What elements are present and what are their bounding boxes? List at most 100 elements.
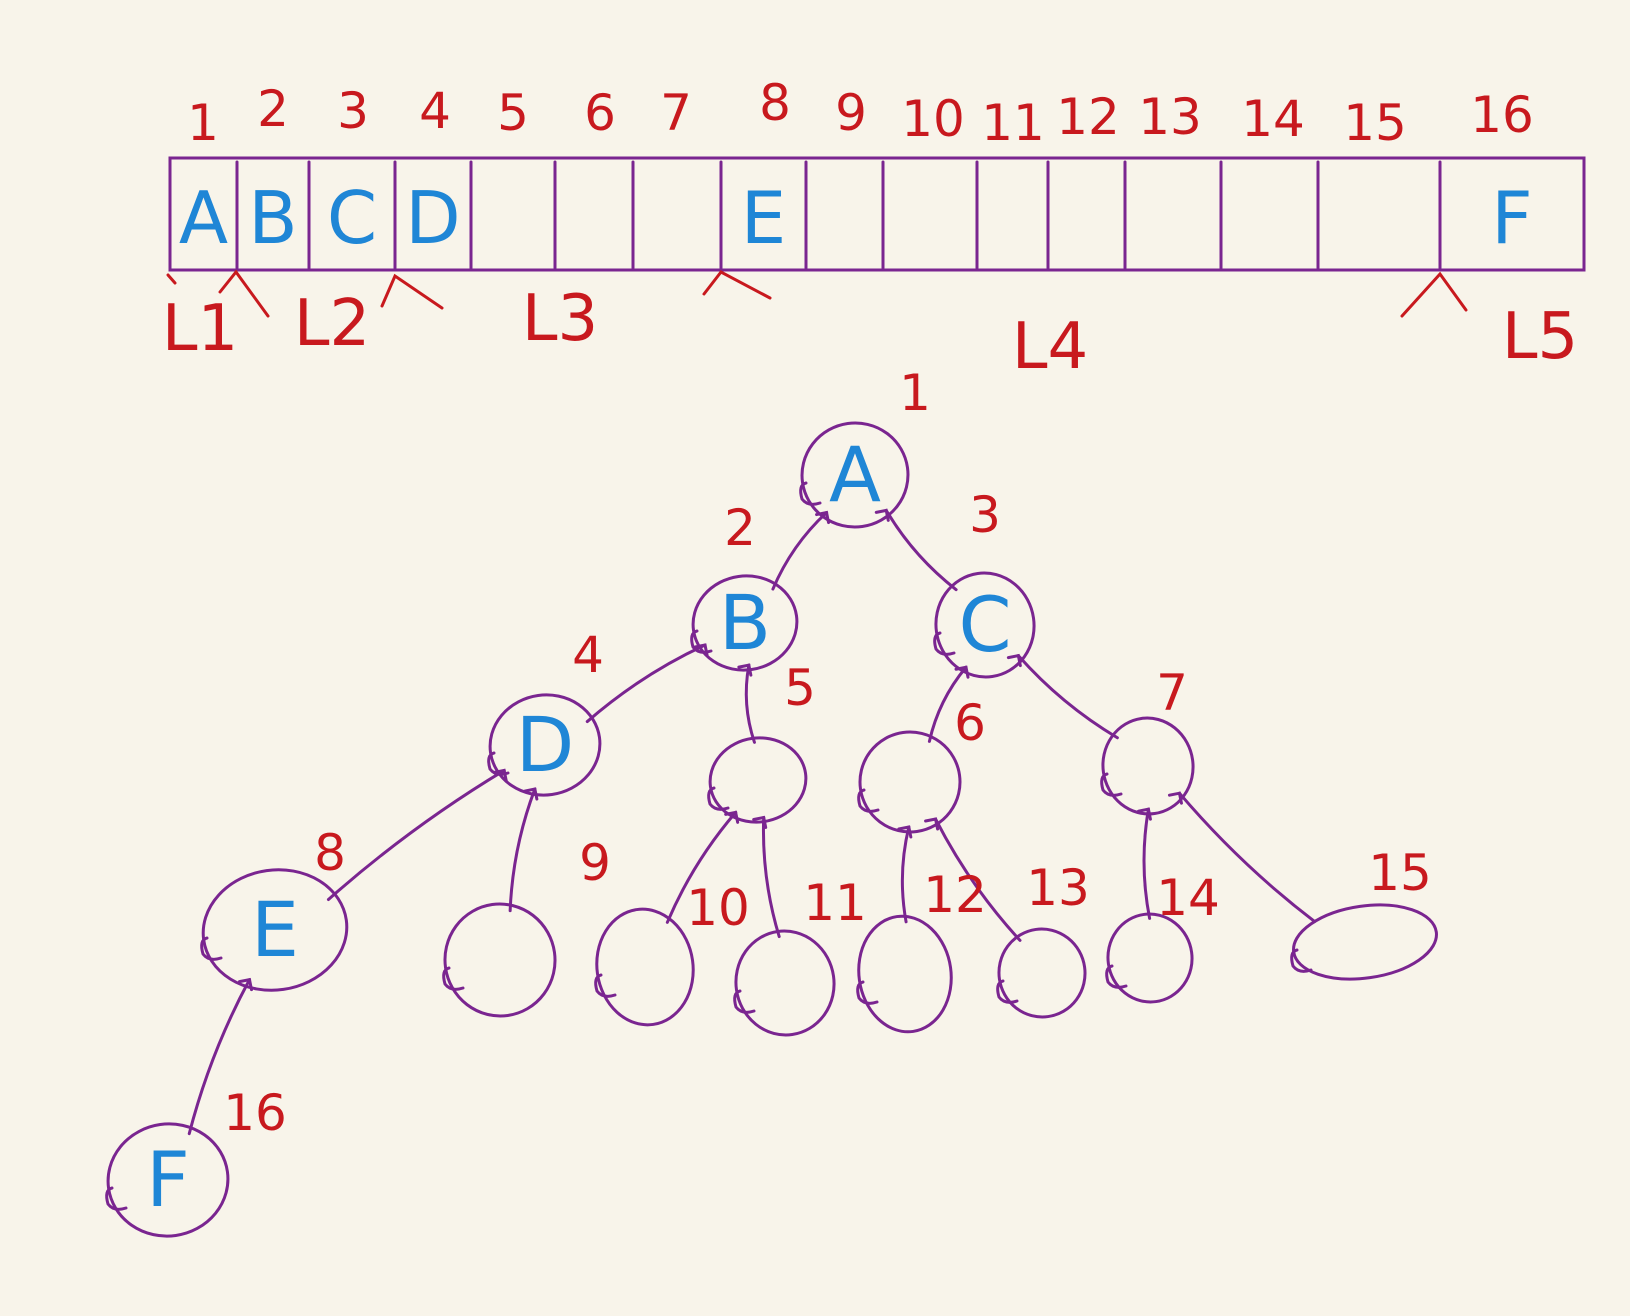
node-stroke-hook <box>690 629 713 654</box>
node-stroke-hook <box>1290 948 1313 973</box>
node-circle <box>443 902 557 1018</box>
array-index-label: 10 <box>901 90 965 148</box>
level-label: L2 <box>294 287 370 361</box>
node-stroke-hook <box>200 936 223 961</box>
tree-node: 15 <box>1290 844 1438 981</box>
tree-edges <box>187 508 1317 1136</box>
node-stroke-hook <box>856 980 879 1005</box>
tree-edge <box>771 511 829 591</box>
node-value: F <box>146 1135 190 1224</box>
level-boundary-arrow <box>218 269 270 318</box>
node-stroke-hook <box>105 1186 128 1211</box>
tree-edge <box>326 768 506 901</box>
node-circle <box>1106 912 1194 1004</box>
node-value: B <box>719 578 771 667</box>
node-index-label: 16 <box>223 1084 287 1142</box>
array-index-label: 13 <box>1138 88 1202 146</box>
tree-edge <box>1016 654 1119 740</box>
node-stroke-hook <box>933 631 956 656</box>
array-cell-value: B <box>248 176 297 260</box>
node-stroke-hook <box>996 979 1019 1004</box>
tree-node: F 16 <box>105 1084 287 1238</box>
node-index-label: 7 <box>1156 664 1188 722</box>
node-index-label: 3 <box>969 486 1001 544</box>
tree-node: 12 <box>856 866 987 1034</box>
array-cell-value: C <box>327 176 377 260</box>
level-label: L3 <box>522 282 598 356</box>
node-stroke-hook <box>707 786 730 811</box>
tree-edge <box>1142 807 1152 920</box>
node-index-label: 14 <box>1156 869 1220 927</box>
array-index-label: 8 <box>759 74 791 132</box>
array-index-label: 5 <box>497 84 529 142</box>
array-index-label: 2 <box>257 80 289 138</box>
node-circle <box>800 421 910 529</box>
node-index-label: 10 <box>686 879 750 937</box>
node-circle <box>858 730 962 834</box>
node-stroke-hook <box>799 481 822 506</box>
node-stroke-hook <box>857 788 880 813</box>
array-index-label: 3 <box>337 82 369 140</box>
tree-node: 11 <box>733 874 867 1037</box>
node-stroke-hook <box>733 989 756 1014</box>
array-index-label: 6 <box>584 84 616 142</box>
tree-edge-arrowhead <box>752 815 768 829</box>
node-index-label: 12 <box>923 866 987 924</box>
tree-edge-arrowhead <box>1136 807 1152 821</box>
node-value: A <box>829 430 881 519</box>
node-value: D <box>516 700 575 789</box>
array-index-label: 7 <box>660 84 692 142</box>
level-boundary-arrow <box>380 273 444 310</box>
array-index-label: 15 <box>1343 94 1407 152</box>
array-index-label: 16 <box>1470 86 1534 144</box>
level-boundary-arrow <box>166 273 177 285</box>
level-label: L5 <box>1502 300 1578 374</box>
node-index-label: 6 <box>954 694 986 752</box>
array-frame <box>168 156 1586 272</box>
node-circle <box>1101 716 1195 816</box>
array-cell-value: F <box>1491 176 1532 260</box>
node-index-label: 1 <box>899 364 931 422</box>
tree-node: 13 <box>996 859 1090 1019</box>
node-circle <box>857 914 953 1034</box>
tree-edge-arrowhead <box>737 663 753 677</box>
tree-edge-arrowhead <box>238 977 254 992</box>
node-value: C <box>958 580 1011 669</box>
tree-edge <box>508 787 537 913</box>
tree-edge <box>884 508 958 592</box>
node-circle <box>595 907 695 1027</box>
tree-edge <box>744 663 756 744</box>
level-boundary-arrow <box>1400 271 1468 318</box>
node-circle <box>691 574 799 672</box>
array-cell-value: E <box>741 176 787 260</box>
node-index-label: 15 <box>1368 844 1432 902</box>
node-stroke-hook <box>594 973 617 998</box>
array-index-label: 9 <box>835 84 867 142</box>
node-value: E <box>251 885 299 974</box>
tree-node: B2 <box>690 499 799 672</box>
tree-node: 5 <box>707 659 816 824</box>
tree-edge <box>934 817 1022 942</box>
node-index-label: 13 <box>1026 859 1090 917</box>
node-stroke-hook <box>487 751 510 776</box>
node-circle <box>934 571 1036 679</box>
tree-node: E8 <box>200 824 349 992</box>
tree-node: 7 <box>1100 664 1195 816</box>
node-circle <box>997 927 1087 1019</box>
array-index-label: 12 <box>1056 88 1120 146</box>
tree-node: A1 <box>799 364 931 529</box>
tree-node: 14 <box>1105 869 1220 1004</box>
tree-node: 9 <box>442 834 611 1018</box>
node-stroke-hook <box>1105 964 1128 989</box>
array-cell-value: A <box>179 176 228 260</box>
tree-edge <box>187 978 252 1136</box>
array-index-label: 4 <box>419 82 451 140</box>
array-index-label: 11 <box>981 94 1045 152</box>
node-circle <box>708 736 808 824</box>
tree-edge <box>1177 791 1317 924</box>
node-index-label: 9 <box>579 834 611 892</box>
